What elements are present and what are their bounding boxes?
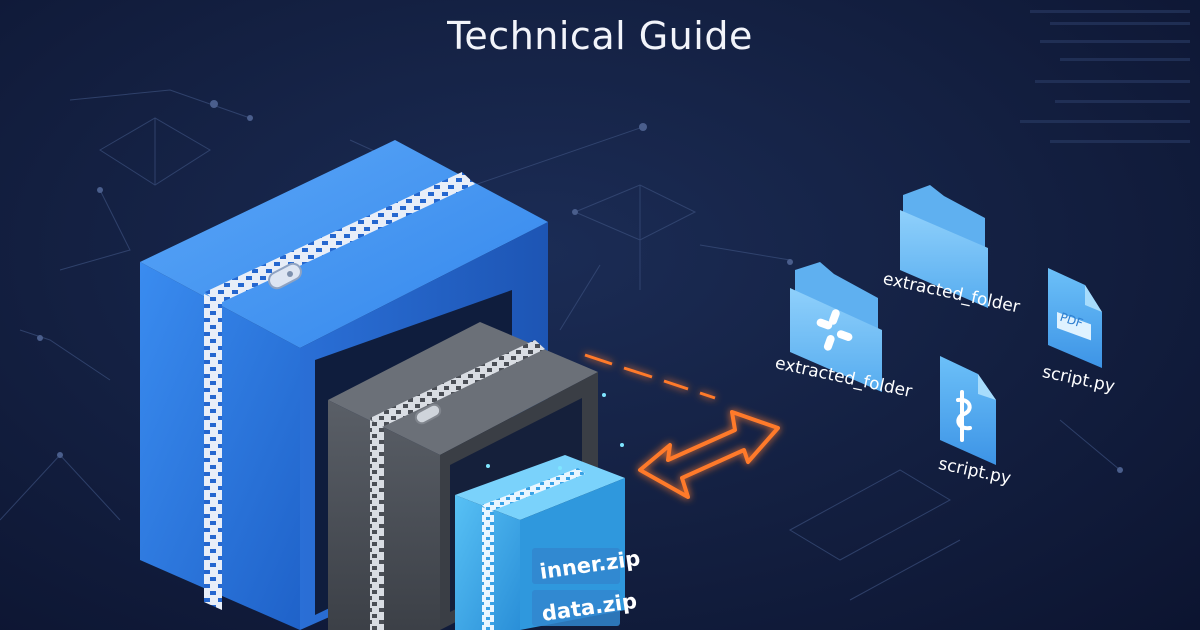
pdf-badge: PDF [1058, 310, 1085, 331]
outer-zip-top-zipper [205, 172, 475, 304]
python-file-icon [940, 356, 996, 465]
pdf-file-icon: PDF [1048, 268, 1102, 368]
python-file-label: script.py [937, 454, 1013, 489]
pdf-file-label: script.py [1040, 362, 1116, 397]
folder-icon [790, 262, 882, 392]
inner-zip-label-plate-1 [532, 548, 620, 584]
data-stripes-top-right [1020, 10, 1190, 143]
zipper-pull-icon [268, 262, 302, 290]
extracted-python-file: script.py [937, 356, 1013, 489]
extract-arrow-icon [584, 353, 780, 499]
page-title: Technical Guide [447, 14, 753, 58]
extracted-folder-left: extracted_folder [773, 262, 914, 402]
middle-zip-top-zipper [370, 340, 545, 428]
sparkles [486, 393, 624, 470]
folder-icon [900, 185, 988, 308]
inner-zip-label-plate-2 [532, 590, 620, 626]
extracted-pdf-file: PDF script.py [1040, 268, 1117, 397]
inner-zip-top-zipper [482, 468, 585, 512]
zipper-pull-icon [414, 403, 442, 425]
inner-zip-archive: inner.zip data.zip [455, 455, 642, 630]
extracted-folder-top: extracted_folder [881, 185, 1022, 317]
outer-zip-front-zipper [204, 294, 222, 610]
middle-zip-front-zipper [370, 420, 384, 630]
inner-zip-front-zipper [482, 507, 494, 630]
